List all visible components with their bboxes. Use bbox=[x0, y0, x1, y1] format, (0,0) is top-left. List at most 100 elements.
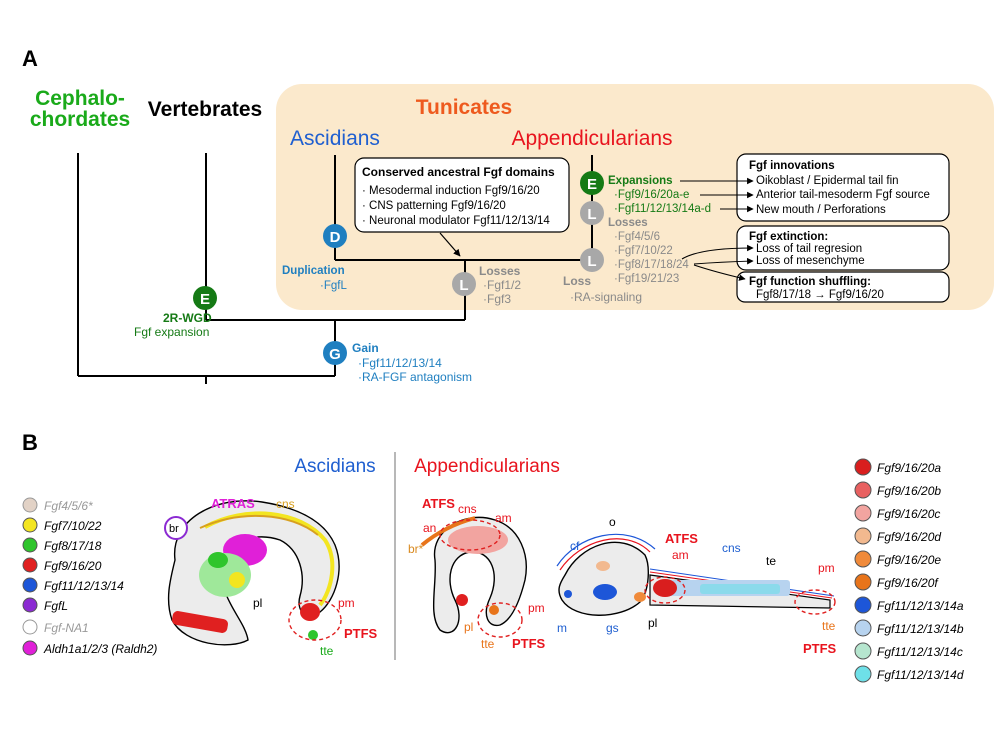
app1-ptfs-label: PTFS bbox=[512, 636, 546, 651]
svg-text:G: G bbox=[329, 346, 341, 363]
app2-o-label: o bbox=[609, 515, 616, 529]
svg-text:E: E bbox=[587, 176, 597, 193]
legend-left-label-4: Fgf9/16/20 bbox=[44, 559, 102, 573]
innovations-item-1: Oikoblast / Epidermal tail fin bbox=[756, 175, 899, 187]
panel-b-appendicularians-title: Appendicularians bbox=[414, 456, 560, 477]
legend-right-label-1: Fgf9/16/20a bbox=[877, 461, 941, 475]
conserved-item-1: · Mesodermal induction Fgf9/16/20 bbox=[362, 185, 540, 197]
conserved-domains-box bbox=[354, 157, 570, 233]
innovations-item-2: Anterior tail-mesoderm Fgf source bbox=[756, 189, 930, 201]
ascidians-title: Ascidians bbox=[290, 127, 380, 150]
app1-cns-label: cns bbox=[458, 502, 477, 516]
app1-br-label: br* bbox=[408, 542, 424, 556]
duplication-title: Duplication bbox=[282, 265, 345, 277]
appendicularian-loss-title: Loss bbox=[563, 274, 591, 288]
legend-right-label-2: Fgf9/16/20b bbox=[877, 484, 941, 498]
app2-tte-label: tte bbox=[822, 619, 836, 633]
conserved-item-2: · CNS patterning Fgf9/16/20 bbox=[362, 200, 506, 212]
appendicularian-loss-item: ·RA-signaling bbox=[570, 290, 642, 304]
expansions-item-2: ·Fgf11/12/13/14a-d bbox=[614, 203, 711, 215]
node-e-appendicularian: E bbox=[580, 171, 604, 195]
appendicularian-losses-item-3: ·Fgf8/17/18/24 bbox=[614, 259, 689, 271]
app1-an-label: an bbox=[423, 521, 436, 535]
app1-am-label: am bbox=[495, 511, 512, 525]
cephalochordates-title-line2: chordates bbox=[30, 108, 130, 131]
innovations-item-3: New mouth / Perforations bbox=[756, 204, 886, 216]
app2-pm-label: pm bbox=[818, 561, 835, 575]
node-l-appendicularian-1: L bbox=[580, 201, 604, 225]
svg-text:L: L bbox=[459, 277, 468, 294]
vertebrates-title: Vertebrates bbox=[148, 98, 262, 121]
node-e-vertebrates: E bbox=[193, 286, 217, 310]
legend-right-label-9: Fgf11/12/13/14c bbox=[877, 645, 963, 659]
extinction-item-2: Loss of mesenchyme bbox=[756, 255, 865, 267]
appendicularian-larva: o cf ATFS am cns te pm tte m gs pl PTFS bbox=[556, 515, 837, 656]
app2-cns-label: cns bbox=[722, 541, 741, 555]
legend-right-label-4: Fgf9/16/20d bbox=[877, 530, 941, 544]
tunicates-title: Tunicates bbox=[416, 96, 512, 119]
ascidian-ptfs-label: PTFS bbox=[344, 626, 378, 641]
legend-left: Fgf4/5/6* Fgf7/10/22 Fgf8/17/18 Fgf9/16/… bbox=[22, 497, 157, 656]
svg-text:E: E bbox=[200, 291, 210, 308]
ascidian-losses-item-1: ·Fgf1/2 bbox=[483, 278, 521, 292]
extinction-item-1: Loss of tail regresion bbox=[756, 243, 862, 255]
duplication-item: ·FgfL bbox=[320, 280, 347, 292]
cephalochordates-title-line1: Cephalo- bbox=[35, 87, 125, 110]
app2-cf-label: cf bbox=[570, 539, 580, 553]
legend-left-label-2: Fgf7/10/22 bbox=[44, 519, 102, 533]
panel-a-arrows bbox=[680, 177, 754, 281]
legend-left-label-7: Fgf-NA1 bbox=[44, 621, 89, 635]
conserved-arrow bbox=[439, 232, 461, 257]
legend-right-label-5: Fgf9/16/20e bbox=[877, 553, 941, 567]
legend-left-label-1: Fgf4/5/6* bbox=[44, 499, 93, 513]
ascidian-pm-label: pm bbox=[338, 596, 355, 610]
app1-tte-label: tte bbox=[481, 637, 495, 651]
panel-b-ascidians-title: Ascidians bbox=[294, 456, 375, 477]
legend-left-label-6: FgfL bbox=[44, 599, 68, 613]
expansions-title: Expansions bbox=[608, 175, 673, 187]
gain-item-2: ·RA-FGF antagonism bbox=[358, 370, 472, 384]
legend-right-label-7: Fgf11/12/13/14a bbox=[877, 599, 964, 613]
ascidian-cns-label: cns bbox=[276, 497, 295, 511]
app2-gs-label: gs bbox=[606, 621, 619, 635]
gain-item-1: ·Fgf11/12/13/14 bbox=[358, 356, 442, 370]
wgd-title: 2R-WGD bbox=[163, 311, 212, 325]
svg-text:L: L bbox=[587, 253, 596, 270]
node-l-appendicularian-2: L bbox=[580, 248, 604, 272]
app2-atfs-label: ATFS bbox=[665, 531, 698, 546]
appendicularians-title: Appendicularians bbox=[511, 127, 672, 150]
legend-right-label-10: Fgf11/12/13/14d bbox=[877, 668, 964, 682]
ascidian-pl-label: pl bbox=[253, 596, 262, 610]
innovations-title: Fgf innovations bbox=[749, 160, 835, 172]
legend-left-label-8: Aldh1a1/2/3 (Raldh2) bbox=[43, 642, 157, 656]
app2-am-label: am bbox=[672, 548, 689, 562]
conserved-item-3: · Neuronal modulator Fgf11/12/13/14 bbox=[362, 215, 550, 227]
app1-atfs-label: ATFS bbox=[422, 496, 455, 511]
app2-m-label: m bbox=[557, 621, 567, 635]
ascidian-embryo: ATRAS cns br pl pm PTFS tte bbox=[164, 496, 378, 658]
panel-b-label: B bbox=[22, 430, 38, 455]
extinction-title: Fgf extinction: bbox=[749, 231, 828, 243]
app1-pl-label: pl bbox=[464, 620, 473, 634]
gain-title: Gain bbox=[352, 341, 379, 355]
shuffling-box bbox=[736, 271, 950, 303]
innovations-box bbox=[736, 153, 950, 222]
panel-a-label: A bbox=[22, 46, 38, 71]
app1-pm-label: pm bbox=[528, 601, 545, 615]
legend-right-label-8: Fgf11/12/13/14b bbox=[877, 622, 964, 636]
app2-pl-label: pl bbox=[648, 616, 657, 630]
shuffling-item: Fgf8/17/18 → Fgf9/16/20 bbox=[756, 289, 884, 301]
legend-right-label-6: Fgf9/16/20f bbox=[877, 576, 939, 590]
appendicularian-losses-item-2: ·Fgf7/10/22 bbox=[614, 245, 673, 257]
shuffling-title: Fgf function shuffling: bbox=[749, 276, 871, 288]
conserved-domains-title: Conserved ancestral Fgf domains bbox=[362, 165, 555, 179]
legend-right: Fgf9/16/20a Fgf9/16/20b Fgf9/16/20c Fgf9… bbox=[854, 458, 964, 683]
node-l-ascidian-losses: L bbox=[452, 272, 476, 296]
expansions-item-1: ·Fgf9/16/20a-e bbox=[614, 189, 689, 201]
appendicularian-embryo-1: ATFS cns am an br* pl tte pm PTFS bbox=[408, 496, 546, 651]
ascidian-br-label: br bbox=[169, 523, 179, 535]
app2-ptfs-label: PTFS bbox=[803, 641, 837, 656]
ascidian-tte-label: tte bbox=[320, 644, 334, 658]
appendicularian-losses-item-1: ·Fgf4/5/6 bbox=[614, 231, 660, 243]
